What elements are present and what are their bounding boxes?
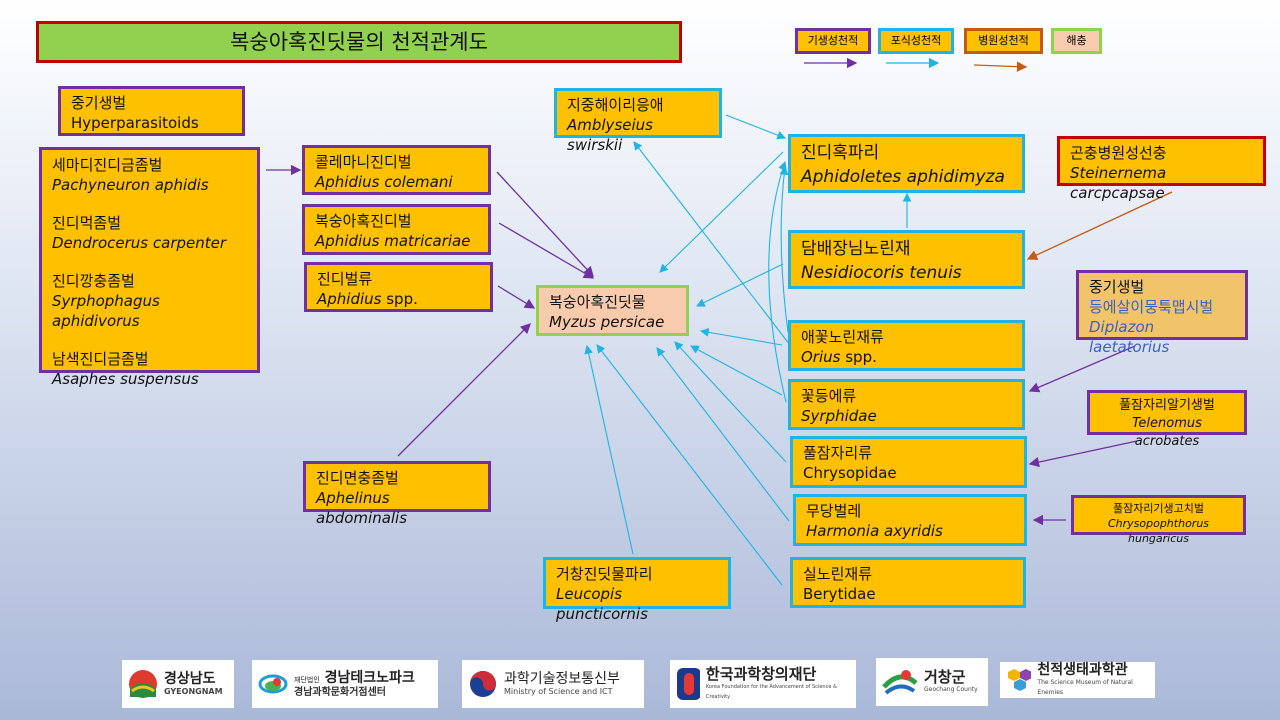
- node-syrphidae: 꽃등에류 Syrphidae: [788, 379, 1025, 430]
- node-aphidius-matricariae: 복숭아혹진디벌 Aphidius matricariae: [302, 204, 491, 255]
- gntp-swirl-icon: [258, 674, 288, 694]
- legend-predatory: 포식성천적: [878, 28, 954, 54]
- arrow-nematode-to-mirid: [1026, 191, 1173, 260]
- node-amblyseius: 지중해이리응애 Amblyseius swirskii: [554, 88, 722, 154]
- legend-pathogenic: 병원성천적: [964, 28, 1043, 54]
- arrow-ladybird-to-pest: [656, 347, 790, 522]
- hyper-species: 남색진디금좀벌 Asaphes suspensus: [52, 350, 199, 388]
- arrow-matricariae-to-pest: [498, 222, 595, 279]
- node-leucopis: 거창진딧물파리 Leucopis puncticornis: [543, 557, 731, 623]
- taegeuk-icon: [470, 671, 496, 697]
- node-aphidius-spp: 진디벌류 Aphidius spp.: [304, 262, 493, 312]
- arrow-syrphid-to-gallmidge: [768, 160, 787, 403]
- arrow-orius-to-mite: [633, 141, 791, 346]
- honeycomb-icon: [1008, 669, 1032, 691]
- arrow-aphidius-to-pest: [497, 285, 536, 309]
- node-steinernema: 곤충병원성선충 Steinernema carcpcapsae: [1057, 136, 1266, 202]
- arrow-syrphid-to-pest: [690, 345, 783, 396]
- node-aphidius-colemani: 콜레마니진디벌 Aphidius colemani: [302, 145, 491, 195]
- node-harmonia: 무당벌레 Harmonia axyridis: [793, 494, 1027, 546]
- node-berytidae: 실노린재류 Berytidae: [790, 557, 1026, 608]
- hyper-species: 진디깡충좀벌 Syrphophagus aphidivorus: [52, 272, 160, 330]
- logo-gntp: 재단법인 경남테크노파크 경남과학문화거점센터: [252, 660, 438, 708]
- hyper-species: 진디먹좀벌 Dendrocerus carpenter: [52, 214, 227, 252]
- arrow-mite-to-gallmidge: [725, 114, 787, 140]
- node-diplazon: 중기생벌 등에살이뭉툭맵시벌 Diplazon laetatorius: [1076, 270, 1248, 356]
- node-nesidiocoris: 담배장님노린재 Nesidiocoris tenuis: [788, 230, 1025, 289]
- hyper-species: 세마디진디금좀벌 Pachyneuron aphidis: [52, 156, 209, 194]
- kofac-emblem-icon: [677, 668, 700, 700]
- arrow-berytid-to-pest: [596, 344, 783, 586]
- node-aphidoletes: 진디혹파리 Aphidoletes aphidimyza: [788, 134, 1025, 193]
- arrow-lacewing-to-pest: [674, 341, 787, 463]
- node-chrysopophthorus: 풀잠자리기생고치벌 Chrysopophthorus hungaricus: [1071, 495, 1246, 545]
- arrow-orius-to-gallmidge: [779, 165, 789, 333]
- node-aphelinus: 진디면충좀벌 Aphelinus abdominalis: [303, 461, 491, 527]
- geochang-emblem-icon: [882, 670, 918, 695]
- arrow-colemani-to-pest: [496, 171, 594, 277]
- hyper-en: Hyperparasitoids: [71, 114, 199, 132]
- diagram-title: 복숭아혹진딧물의 천적관계도: [36, 21, 682, 63]
- node-chrysopidae: 풀잠자리류 Chrysopidae: [790, 436, 1027, 488]
- gyeongnam-emblem-icon: [129, 670, 157, 698]
- arrow-orius-to-pest: [699, 327, 783, 346]
- arrow-diplazon-to-syrphid: [1028, 345, 1136, 393]
- arrow-gallmidge-to-pest: [659, 151, 784, 273]
- arrow-leucopis-to-pest: [584, 344, 634, 555]
- hyperparasitoid-list: 세마디진디금좀벌 Pachyneuron aphidis 진디먹좀벌 Dendr…: [39, 147, 260, 388]
- node-orius: 애꽃노린재류 Orius spp.: [788, 320, 1025, 371]
- hyper-ko: 중기생벌: [71, 94, 127, 112]
- node-pest: 복숭아혹진딧물 Myzus persicae: [536, 285, 689, 336]
- legend-parasitic: 기생성천적: [795, 28, 871, 54]
- node-telenomus: 풀잠자리알기생벌 Telenomus acrobates: [1087, 390, 1247, 449]
- legend-pest: 해충: [1051, 28, 1102, 54]
- arrow-aphelinus-to-pest: [397, 323, 531, 457]
- arrow-telenomus-to-lacewing: [1028, 440, 1138, 468]
- hyperparasitoid-header: 중기생벌 Hyperparasitoids: [58, 86, 245, 136]
- legend-arrow-pathogenic: [973, 61, 1028, 72]
